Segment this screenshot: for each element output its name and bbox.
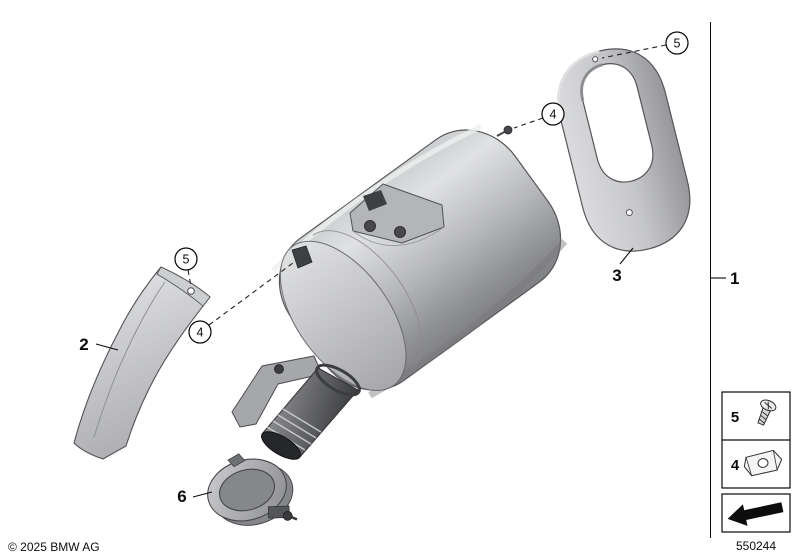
exhaust-clamp: [207, 453, 298, 526]
front-mount-pin: [291, 245, 313, 269]
leader-lines: [187, 44, 667, 326]
svg-text:1: 1: [730, 269, 739, 288]
svg-text:4: 4: [197, 326, 204, 340]
bracket-screw-right: [394, 226, 406, 238]
clip-nut-icon: [743, 449, 783, 477]
leader-screw-top: [601, 44, 667, 59]
heat-shield-flange: [156, 266, 211, 307]
muffler-front-face: [279, 240, 407, 391]
svg-text:5: 5: [183, 253, 190, 267]
outlet-pipe-assembly: [231, 355, 361, 460]
svg-text:4: 4: [731, 457, 740, 474]
legend-box: 5 4: [721, 391, 791, 489]
svg-text:2: 2: [79, 335, 88, 354]
legend-row-screw[interactable]: 5: [731, 398, 778, 427]
copyright: © 2025 BMW AG: [8, 540, 100, 554]
diagram-number: 550244: [736, 539, 776, 553]
rear-cover-inner-shade: [580, 63, 604, 101]
legend-row-clip[interactable]: 4: [731, 449, 784, 477]
callout-clip-top[interactable]: 4: [541, 102, 565, 126]
heat-shield-fold-line: [93, 281, 166, 438]
rear-cover-shell: [557, 48, 691, 252]
wing-bracket-bolt: [274, 364, 284, 374]
callout-screw-top[interactable]: 5: [665, 31, 689, 55]
pipe-tip: [261, 431, 301, 460]
svg-text:3: 3: [612, 266, 621, 285]
bracket-strap-seam: [352, 226, 445, 247]
direction-arrow-box: [721, 493, 791, 533]
muffler-mount-bracket: [349, 183, 445, 247]
pipe-wing-bracket: [231, 355, 323, 428]
leader-clip-top: [513, 117, 544, 129]
pipe-strap: [315, 363, 361, 397]
heat-shield-screw-hole: [187, 287, 195, 295]
rear-cover-screw-hole: [592, 56, 599, 63]
clamp-ring: [207, 458, 287, 522]
callout-screw-left[interactable]: 5: [174, 247, 198, 271]
label-rear-cover[interactable]: 3: [612, 247, 634, 285]
label-assembly[interactable]: 1: [710, 22, 740, 538]
bracket-slot: [363, 190, 387, 211]
callout-clip-left[interactable]: 4: [188, 320, 212, 344]
leader-screw-left: [187, 269, 192, 287]
svg-text:4: 4: [550, 108, 557, 122]
muffler-body: [271, 124, 568, 399]
pipe-rib-lines: [266, 408, 322, 451]
svg-text:5: 5: [731, 409, 739, 426]
label-clamp[interactable]: 6: [177, 487, 213, 506]
rear-cover-lower-hole: [625, 209, 633, 217]
svg-text:5: 5: [674, 37, 681, 51]
svg-text:6: 6: [177, 487, 186, 506]
direction-arrow-icon: [727, 502, 784, 526]
screw-icon: [757, 399, 777, 426]
rear-mount-stud: [496, 125, 513, 137]
muffler-weld-seam: [312, 230, 423, 370]
label-heat-shield[interactable]: 2: [79, 335, 119, 354]
rear-cover: [556, 48, 691, 252]
clamp-bolt-head: [282, 510, 293, 521]
bracket-screw-left: [364, 220, 376, 232]
heat-shield: [73, 266, 211, 460]
clamp-top-tab: [227, 453, 246, 468]
